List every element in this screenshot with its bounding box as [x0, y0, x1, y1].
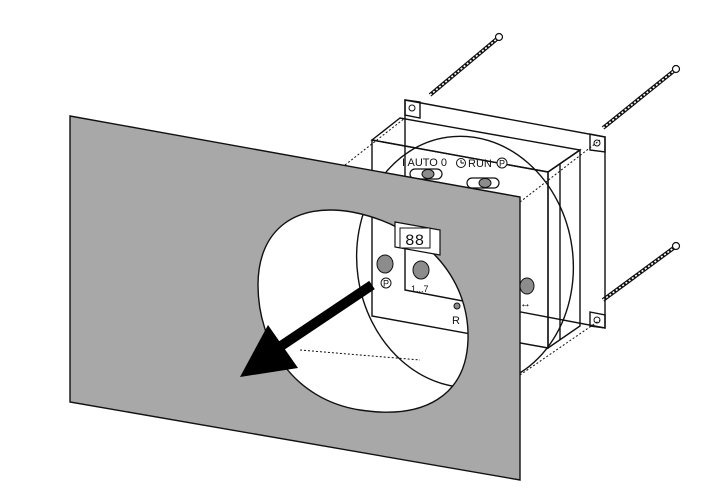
mode-switch-label: I AUTO 0 [402, 157, 447, 169]
button-shift: ↔ [519, 277, 535, 310]
button-days: 1...7 [411, 260, 430, 294]
projection-lines [299, 117, 601, 376]
run-switch: RUN P [456, 157, 508, 189]
screw-icon [671, 241, 681, 251]
front-panel [69, 115, 521, 481]
reset-label: R [452, 315, 460, 327]
shift-symbol: ↔ [520, 298, 531, 310]
screw-top-left [428, 32, 504, 97]
svg-text:P: P [499, 159, 505, 169]
button-program: P [376, 254, 394, 289]
screw-icon [671, 64, 681, 74]
program-symbol-icon [380, 277, 392, 289]
program-symbol-icon [496, 157, 508, 169]
display-window: 88 [394, 221, 441, 256]
button-reset: R [452, 302, 461, 327]
screw-bottom-right [601, 241, 681, 302]
display-digits: 88 [405, 232, 424, 250]
svg-text:P: P [383, 279, 389, 289]
mode-switch: I AUTO 0 [402, 157, 447, 180]
screw-top-right [601, 64, 681, 130]
screw-icon [494, 32, 504, 42]
days-label: 1...7 [411, 284, 429, 294]
arrow-icon [240, 280, 375, 377]
run-switch-label: RUN [468, 158, 492, 170]
